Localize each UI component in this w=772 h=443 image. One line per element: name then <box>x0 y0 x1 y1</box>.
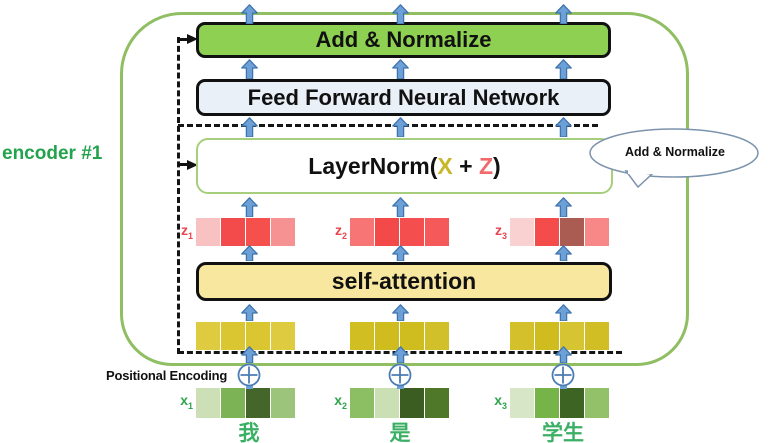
plus-circle-icon <box>551 363 575 387</box>
z-vector-1-cell-2 <box>221 218 245 246</box>
up-arrow-icon <box>554 59 572 80</box>
z-vector-2-cell-4 <box>425 218 449 246</box>
embedding-vector-1-cell-2 <box>221 322 245 350</box>
z-vector-2-cell-3 <box>400 218 424 246</box>
callout-bubble-label: Add & Normalize <box>624 145 725 159</box>
z-vector-1-label: z1 <box>180 222 193 241</box>
embedding-vector-3-cell-3 <box>560 322 584 350</box>
x-vector-1-cell-2 <box>221 388 245 418</box>
x-vector-3-cell-1 <box>510 388 534 418</box>
embedding-vector-1-cell-3 <box>246 322 270 350</box>
x-vector-1-cell-3 <box>246 388 270 418</box>
z-vector-1-cell-1 <box>196 218 220 246</box>
embedding-vector-2-cell-2 <box>375 322 399 350</box>
residual-line-vertical <box>177 37 180 354</box>
x-vector-3-cell-3 <box>560 388 584 418</box>
x-vector-2-cell-2 <box>375 388 399 418</box>
embedding-vector-1-cell-4 <box>271 322 295 350</box>
x-vector-2-cell-1 <box>350 388 374 418</box>
plus-stem <box>559 385 567 389</box>
z-vector-3 <box>510 218 609 246</box>
x-vector-3-cell-2 <box>535 388 559 418</box>
z-vector-3-label: z3 <box>494 222 507 241</box>
up-arrow-icon <box>391 117 409 138</box>
x-vector-3-label: x3 <box>494 392 507 411</box>
up-arrow-icon <box>554 245 572 262</box>
x-vector-1-cell-1 <box>196 388 220 418</box>
x-vector-2-label: x2 <box>334 392 347 411</box>
x-vector-2-cell-4 <box>425 388 449 418</box>
z-vector-3-cell-1 <box>510 218 534 246</box>
layernorm-text: LayerNorm(X + Z) <box>308 152 501 179</box>
plus-circle-icon <box>388 363 412 387</box>
up-arrow-icon <box>240 304 258 322</box>
token-label-3: 学生 <box>542 422 584 443</box>
up-arrow-icon <box>554 4 572 25</box>
x-vector-1-cell-4 <box>271 388 295 418</box>
z-vector-3-cell-2 <box>535 218 559 246</box>
x-vector-2-cell-3 <box>400 388 424 418</box>
add-normalize-box: Add & Normalize <box>196 22 611 58</box>
embedding-vector-2 <box>350 322 449 350</box>
z-vector-3-cell-4 <box>585 218 609 246</box>
embedding-vector-2-cell-4 <box>425 322 449 350</box>
layernorm-z: Z <box>478 152 494 179</box>
up-arrow-icon <box>391 197 409 218</box>
embedding-vector-3-cell-1 <box>510 322 534 350</box>
up-arrow-icon <box>554 197 572 218</box>
embedding-vector-3 <box>510 322 609 350</box>
embedding-vector-3-cell-2 <box>535 322 559 350</box>
z-vector-2-label: z2 <box>334 222 347 241</box>
callout-bubble <box>589 128 759 189</box>
up-arrow-icon <box>391 245 409 262</box>
self-attention-box: self-attention <box>196 262 612 301</box>
feed-forward-box: Feed Forward Neural Network <box>196 79 611 116</box>
z-vector-1-cell-4 <box>271 218 295 246</box>
token-label-1: 我 <box>238 422 260 443</box>
up-arrow-icon <box>240 117 258 138</box>
embedding-vector-3-cell-4 <box>585 322 609 350</box>
token-label-2: 是 <box>389 422 411 443</box>
up-arrow-icon <box>391 59 409 80</box>
up-arrow-icon <box>240 4 258 25</box>
up-arrow-icon <box>391 346 409 364</box>
z-vector-1 <box>196 218 295 246</box>
x-vector-1 <box>196 388 295 418</box>
plus-circle-icon <box>237 363 261 387</box>
up-arrow-icon <box>554 346 572 364</box>
layernorm-box: LayerNorm(X + Z) <box>196 138 613 194</box>
up-arrow-icon <box>391 304 409 322</box>
up-arrow-icon <box>391 4 409 25</box>
up-arrow-icon <box>554 304 572 322</box>
embedding-vector-2-cell-1 <box>350 322 374 350</box>
residual-arrowhead-layernorm-icon <box>187 159 198 170</box>
plus-stem <box>245 385 253 389</box>
z-vector-2 <box>350 218 449 246</box>
residual-arrowhead-top-icon <box>187 34 198 44</box>
plus-stem <box>396 385 404 389</box>
z-vector-3-cell-3 <box>560 218 584 246</box>
up-arrow-icon <box>554 117 572 138</box>
z-vector-1-cell-3 <box>246 218 270 246</box>
z-vector-2-cell-1 <box>350 218 374 246</box>
residual-line-middle <box>178 124 598 127</box>
encoder-label: encoder #1 <box>2 143 103 164</box>
up-arrow-icon <box>240 59 258 80</box>
embedding-vector-2-cell-3 <box>400 322 424 350</box>
up-arrow-icon <box>240 245 258 262</box>
z-vector-2-cell-2 <box>375 218 399 246</box>
residual-stub-top <box>178 37 188 41</box>
up-arrow-icon <box>240 346 258 364</box>
x-vector-3 <box>510 388 609 418</box>
embedding-vector-1-cell-1 <box>196 322 220 350</box>
layernorm-x: X <box>437 152 453 179</box>
embedding-vector-1 <box>196 322 295 350</box>
x-vector-1-label: x1 <box>180 392 193 411</box>
up-arrow-icon <box>240 197 258 218</box>
x-vector-2 <box>350 388 449 418</box>
x-vector-3-cell-4 <box>585 388 609 418</box>
positional-encoding-label: Positional Encoding <box>106 368 228 383</box>
residual-stub-layernorm <box>178 163 188 166</box>
